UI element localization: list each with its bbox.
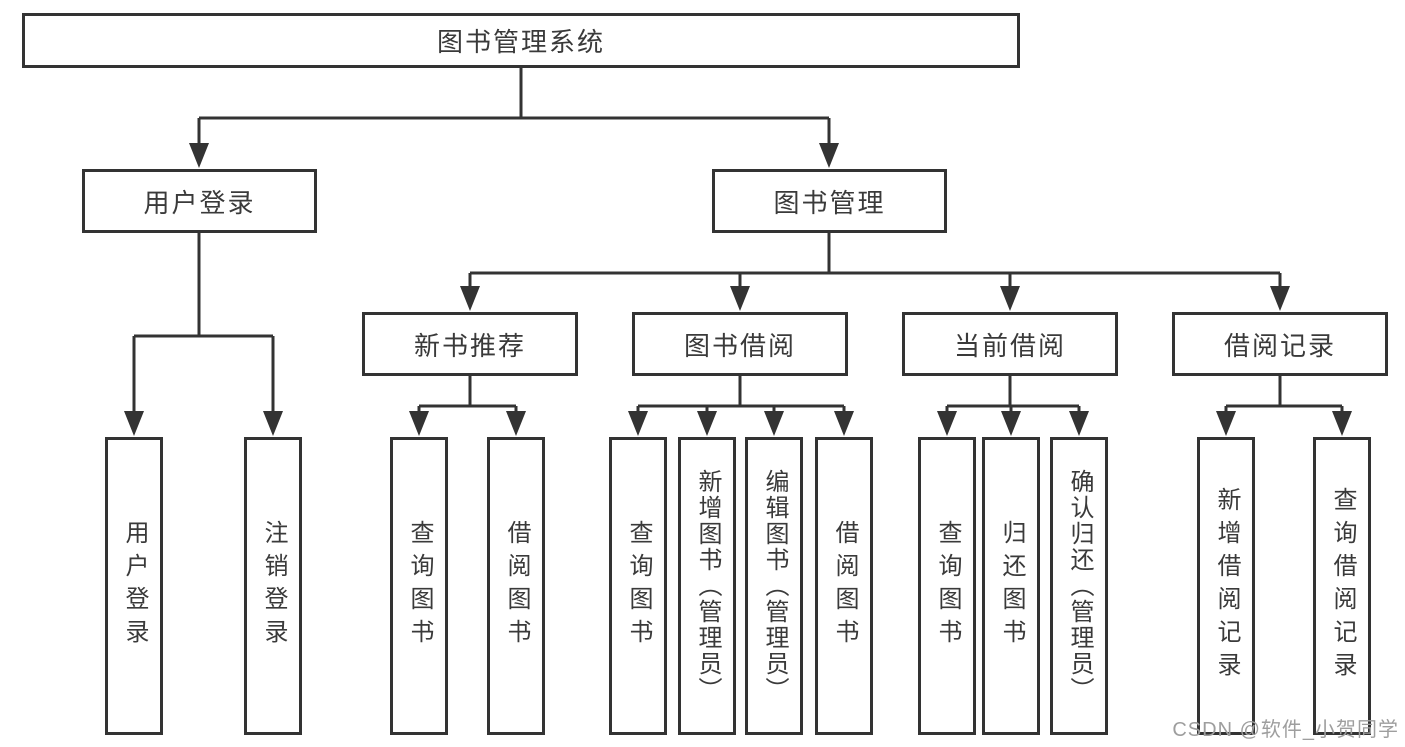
leaf-confirm-return-admin: 确认归还（管理员） [1050, 437, 1108, 735]
node-label: 借阅记录 [1223, 330, 1336, 361]
leaf-borrow-books-recommend: 借阅图书 [487, 437, 545, 735]
arrow-icon [1270, 286, 1290, 311]
node-label: 当前借阅 [953, 330, 1066, 361]
node-label: 查询图书 [934, 520, 961, 652]
node-new-book-recommend: 新书推荐 [362, 312, 578, 376]
leaf-add-book-admin: 新增图书（管理员） [678, 437, 736, 735]
node-book-management: 图书管理 [712, 169, 947, 233]
node-user-login: 用户登录 [82, 169, 317, 233]
node-label: 图书管理 [773, 187, 886, 218]
node-label: 用户登录 [143, 187, 256, 218]
arrow-icon [506, 411, 526, 436]
arrow-icon [1000, 286, 1020, 311]
arrow-icon [730, 286, 750, 311]
arrow-icon [834, 411, 854, 436]
arrow-icon [697, 411, 717, 436]
leaf-add-borrow-record: 新增借阅记录 [1197, 437, 1255, 735]
node-label: 借阅图书 [503, 520, 530, 652]
node-borrow-records: 借阅记录 [1172, 312, 1388, 376]
leaf-borrow-books: 借阅图书 [815, 437, 873, 735]
node-label: 归还图书 [998, 520, 1025, 652]
leaf-edit-book-admin: 编辑图书（管理员） [745, 437, 803, 735]
arrow-icon [1216, 411, 1236, 436]
arrow-icon [460, 286, 480, 311]
leaf-return-books: 归还图书 [982, 437, 1040, 735]
arrow-icon [124, 411, 144, 436]
node-label: 图书管理系统 [436, 27, 605, 57]
leaf-user-login: 用户登录 [105, 437, 163, 735]
arrow-icon [1001, 411, 1021, 436]
arrow-icon [1332, 411, 1352, 436]
node-root-system: 图书管理系统 [22, 13, 1020, 68]
node-label: 注销登录 [260, 520, 287, 652]
arrow-icon [628, 411, 648, 436]
leaf-query-books-recommend: 查询图书 [390, 437, 448, 735]
node-label: 借阅图书 [831, 520, 858, 652]
node-book-borrow: 图书借阅 [632, 312, 848, 376]
node-label: 查询借阅记录 [1329, 487, 1356, 685]
leaf-query-books-current: 查询图书 [918, 437, 976, 735]
arrow-icon [937, 411, 957, 436]
csdn-watermark: CSDN @软件_小贺同学 [1172, 719, 1399, 741]
node-label: 新增图书（管理员） [694, 469, 721, 703]
node-label: 编辑图书（管理员） [761, 469, 788, 703]
arrow-icon [189, 143, 209, 168]
leaf-query-borrow-record: 查询借阅记录 [1313, 437, 1371, 735]
leaf-query-books-borrow: 查询图书 [609, 437, 667, 735]
node-label: 确认归还（管理员） [1066, 469, 1093, 703]
node-label: 新增借阅记录 [1213, 487, 1240, 685]
node-label: 图书借阅 [683, 330, 796, 361]
node-label: 查询图书 [406, 520, 433, 652]
arrow-icon [263, 411, 283, 436]
leaf-logout: 注销登录 [244, 437, 302, 735]
arrow-icon [819, 143, 839, 168]
arrow-icon [409, 411, 429, 436]
node-label: 查询图书 [625, 520, 652, 652]
arrow-icon [764, 411, 784, 436]
arrow-icon [1069, 411, 1089, 436]
node-label: 新书推荐 [413, 330, 526, 361]
node-current-borrow: 当前借阅 [902, 312, 1118, 376]
node-label: 用户登录 [121, 520, 148, 652]
